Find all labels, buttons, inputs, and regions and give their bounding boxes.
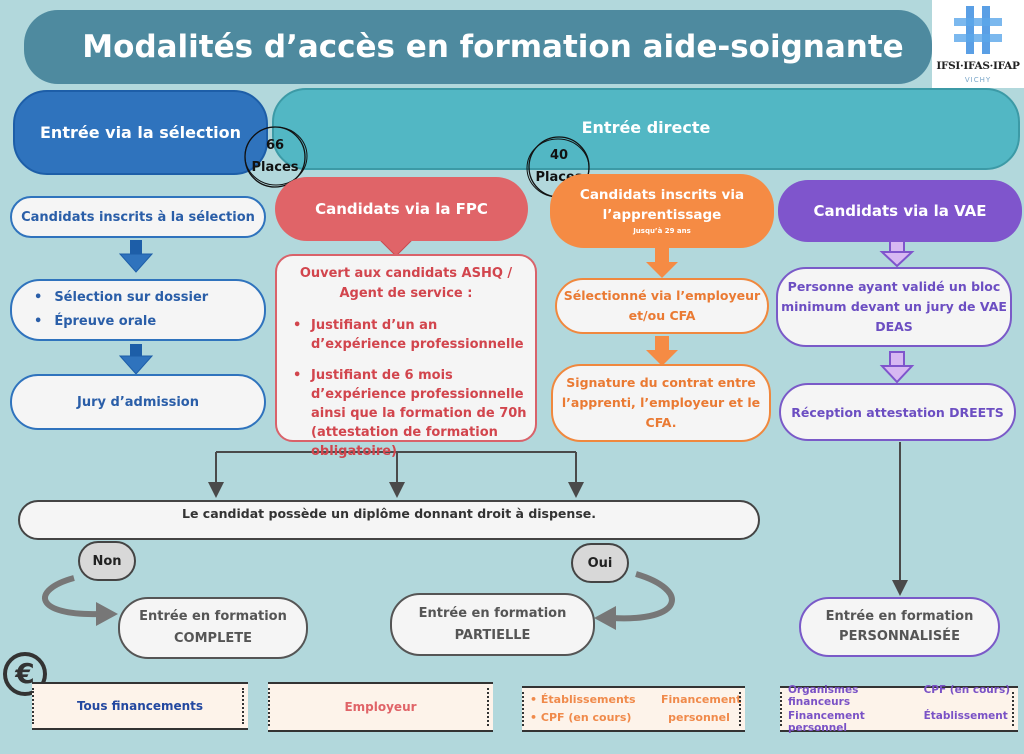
direct-entry-header: Entrée directe bbox=[272, 88, 1020, 170]
outcome-type: PERSONNALISÉE bbox=[839, 629, 960, 644]
fpc-condition: Justifiant d’un an d’expérience professi… bbox=[285, 316, 527, 354]
page-title: Modalités d’accès en formation aide-soig… bbox=[24, 10, 932, 84]
funding-vae: Organismes financeurs CPF (en cours) Fin… bbox=[780, 684, 1018, 734]
funding-item: CPF (en cours) bbox=[530, 709, 636, 727]
fpc-header-text: Candidats via la FPC bbox=[315, 200, 488, 218]
funding-list: Établissements CPF (en cours) bbox=[530, 691, 636, 727]
selection-header: Entrée via la sélection bbox=[13, 90, 268, 175]
curved-arrow-head-icon bbox=[96, 602, 118, 626]
logo-subtitle: VICHY bbox=[964, 76, 992, 84]
arrow-down-icon bbox=[646, 336, 678, 366]
funding-text: Tous financements bbox=[76, 699, 204, 713]
choice-label: Non bbox=[92, 553, 122, 569]
fpc-conditions-list: Justifiant d’un an d’expérience professi… bbox=[285, 316, 527, 473]
vae-step-validation: Personne ayant validé un bloc minimum de… bbox=[776, 267, 1012, 347]
apprentissage-step-selection: Sélectionné via l’employeur et/ou CFA bbox=[555, 278, 769, 334]
funding-selection: Tous financements bbox=[32, 682, 248, 730]
outcome-type: COMPLETE bbox=[174, 631, 252, 646]
dispense-question-text: Le candidat possède un diplôme donnant d… bbox=[182, 506, 596, 521]
direct-header-text: Entrée directe bbox=[581, 118, 711, 137]
outcome-line: Entrée en formation bbox=[825, 609, 974, 624]
fpc-intro: Ouvert aux candidats ASHQ / Agent de ser… bbox=[299, 266, 513, 301]
apprentissage-step-contract: Signature du contrat entre l’apprenti, l… bbox=[551, 364, 771, 442]
arrow-down-icon bbox=[879, 351, 915, 384]
selection-candidates-text: Candidats inscrits à la sélection bbox=[21, 209, 255, 225]
funding-item: CPF (en cours) bbox=[923, 684, 1010, 696]
selection-candidates: Candidats inscrits à la sélection bbox=[10, 196, 266, 238]
vae-step-attestation: Réception attestation DREETS bbox=[779, 383, 1016, 441]
places-label: Places bbox=[251, 160, 299, 175]
places-count: 40 bbox=[549, 148, 569, 163]
funding-other: Financement personnel bbox=[661, 691, 742, 727]
choice-oui: Oui bbox=[571, 543, 629, 583]
selection-step: Sélection sur dossier bbox=[34, 286, 208, 310]
funding-item: Financement personnel bbox=[661, 693, 742, 724]
funding-text: Employeur bbox=[344, 700, 417, 714]
apprentissage-step2-text: Signature du contrat entre l’apprenti, l… bbox=[561, 375, 761, 430]
outcome-line: Entrée en formation bbox=[139, 609, 287, 624]
apprentissage-header: Candidats inscrits via l’apprentissage J… bbox=[550, 174, 774, 248]
outcome-complete: Entrée en formation COMPLETE bbox=[118, 597, 308, 659]
places-badge-selection: 66 Places bbox=[242, 124, 308, 190]
arrow-down-icon bbox=[118, 240, 154, 273]
choice-label: Oui bbox=[587, 555, 613, 571]
title-text: Modalités d’accès en formation aide-soig… bbox=[82, 29, 904, 65]
outcome-type: PARTIELLE bbox=[454, 627, 531, 643]
curved-arrow-head-icon bbox=[594, 606, 616, 630]
choice-non: Non bbox=[78, 541, 136, 581]
vae-step2-text: Réception attestation DREETS bbox=[791, 404, 1004, 420]
logo: IFSI·IFAS·IFAP VICHY bbox=[932, 0, 1024, 88]
selection-jury-text: Jury d’admission bbox=[77, 394, 199, 410]
fpc-condition: Justifiant de 6 mois d’expérience profes… bbox=[285, 366, 527, 461]
arrow-down-icon bbox=[879, 239, 915, 268]
funding-item: Financement personnel bbox=[788, 710, 865, 734]
funding-fpc: Employeur bbox=[268, 682, 493, 732]
logo-text: IFSI·IFAS·IFAP bbox=[936, 60, 1020, 72]
vae-step1-text: Personne ayant validé un bloc minimum de… bbox=[781, 279, 1007, 334]
vae-header: Candidats via la VAE bbox=[778, 180, 1022, 242]
arrow-down-icon bbox=[118, 344, 154, 375]
apprentissage-step1-text: Sélectionné via l’employeur et/ou CFA bbox=[563, 288, 761, 323]
funding-apprentissage: Établissements CPF (en cours) Financemen… bbox=[522, 686, 745, 732]
apprentissage-age-limit: Jusqu’à 29 ans bbox=[633, 227, 691, 235]
vae-header-text: Candidats via la VAE bbox=[813, 202, 987, 220]
outcome-personnalisee: Entrée en formation PERSONNALISÉE bbox=[799, 597, 1000, 657]
fpc-header: Candidats via la FPC bbox=[275, 177, 528, 241]
funding-list: Organismes financeurs CPF (en cours) Fin… bbox=[788, 684, 1010, 734]
euro-icon: € bbox=[3, 652, 47, 696]
funding-item: Établissement bbox=[923, 710, 1008, 722]
funding-item: Organismes financeurs bbox=[788, 684, 859, 708]
fpc-conditions: Ouvert aux candidats ASHQ / Agent de ser… bbox=[275, 254, 537, 459]
hash-logo-icon bbox=[954, 6, 1002, 54]
outcome-line: Entrée en formation bbox=[418, 605, 567, 621]
arrow-down-icon bbox=[646, 248, 678, 278]
selection-steps-list: Sélection sur dossier Épreuve orale bbox=[34, 286, 208, 334]
places-count: 66 bbox=[265, 138, 285, 153]
apprentissage-header-text: Candidats inscrits via l’apprentissage bbox=[579, 187, 745, 223]
selection-steps: Sélection sur dossier Épreuve orale bbox=[10, 279, 266, 341]
selection-jury: Jury d’admission bbox=[10, 374, 266, 430]
outcome-partielle: Entrée en formation PARTIELLE bbox=[390, 593, 595, 656]
selection-header-text: Entrée via la sélection bbox=[40, 123, 241, 142]
funding-item: Établissements bbox=[530, 691, 636, 709]
dispense-question: Le candidat possède un diplôme donnant d… bbox=[18, 500, 760, 540]
selection-step: Épreuve orale bbox=[34, 310, 208, 334]
circle-icon bbox=[244, 126, 308, 188]
